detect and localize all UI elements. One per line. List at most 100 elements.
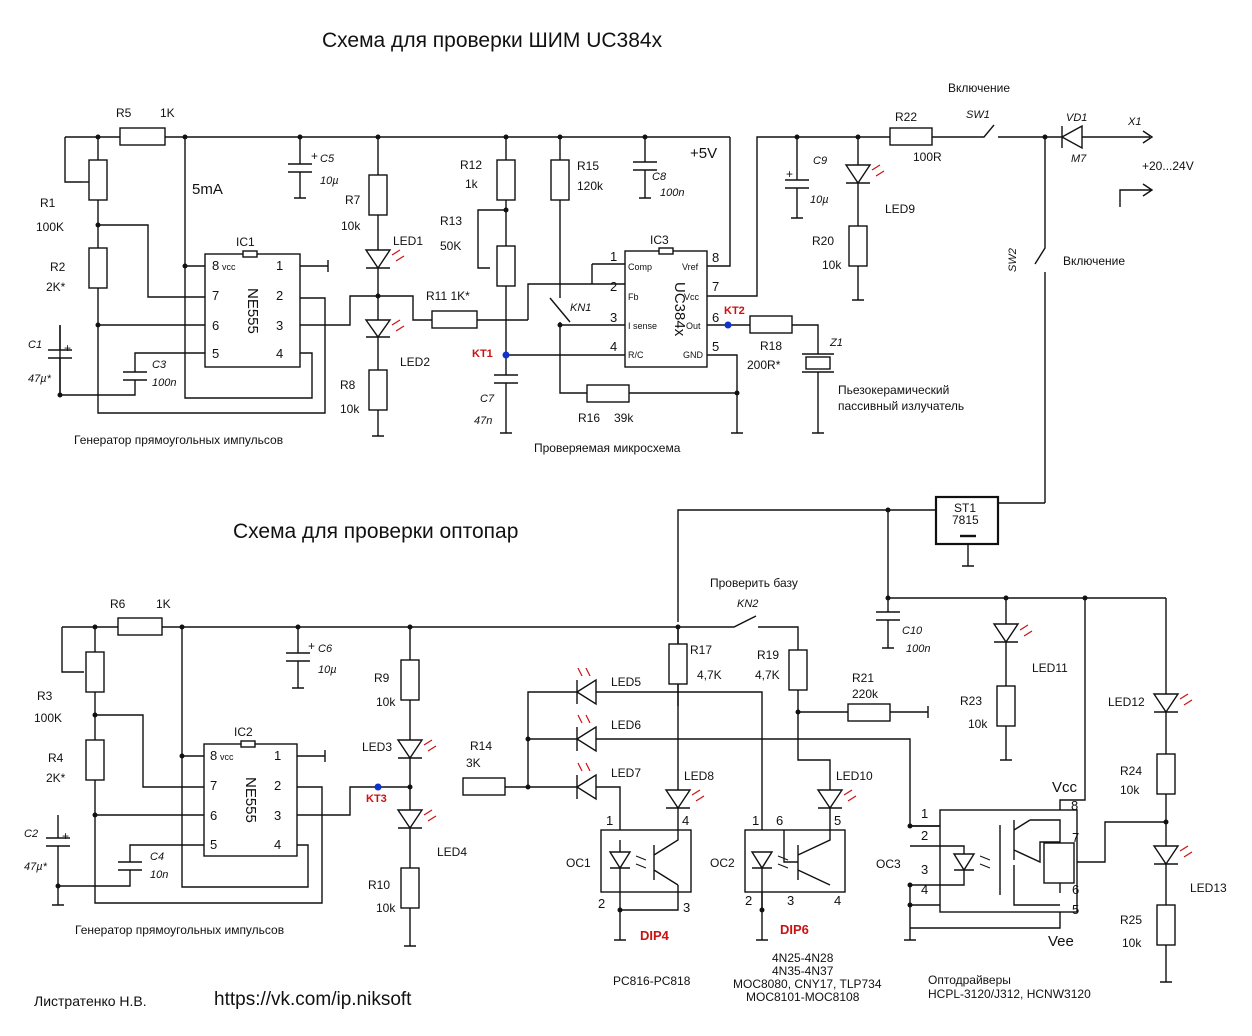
svg-text:C8: C8 xyxy=(652,171,667,183)
svg-text:R24: R24 xyxy=(1120,764,1142,778)
svg-text:220k: 220k xyxy=(852,687,879,701)
svg-text:OC3: OC3 xyxy=(876,857,901,871)
svg-text:10µ: 10µ xyxy=(318,664,337,676)
opto-list-2b: 4N35-4N37 xyxy=(772,964,834,978)
svg-text:OC2: OC2 xyxy=(710,856,735,870)
kt1-label: KT1 xyxy=(472,348,493,360)
led1-ref: LED1 xyxy=(393,234,423,248)
svg-text:1: 1 xyxy=(276,258,283,273)
svg-text:R12: R12 xyxy=(460,158,482,172)
r5-ref: R5 xyxy=(116,106,132,120)
sw2-ref: SW2 xyxy=(1007,248,1019,272)
svg-text:3: 3 xyxy=(610,310,617,325)
svg-text:R8: R8 xyxy=(340,378,356,392)
svg-text:7: 7 xyxy=(1072,830,1079,845)
svg-text:10k: 10k xyxy=(1120,783,1140,797)
r3-potentiometer xyxy=(85,651,105,693)
url-link[interactable]: https://vk.com/ip.niksoft xyxy=(214,989,412,1010)
on1-label: Включение xyxy=(948,81,1010,95)
svg-text:5: 5 xyxy=(212,346,219,361)
svg-text:4: 4 xyxy=(921,882,928,897)
kt3-label: KT3 xyxy=(366,793,387,805)
svg-text:+: + xyxy=(786,167,793,181)
r23-resistor xyxy=(996,685,1016,727)
r21-resistor xyxy=(847,703,891,722)
svg-text:Vee: Vee xyxy=(1048,933,1074,950)
opto-title: Схема для проверки оптопар xyxy=(233,520,518,543)
svg-text:LED7: LED7 xyxy=(611,766,641,780)
r4-resistor xyxy=(85,739,105,781)
svg-text:2: 2 xyxy=(276,288,283,303)
svg-text:IC3: IC3 xyxy=(650,233,669,247)
svg-text:6: 6 xyxy=(1072,882,1079,897)
svg-text:GND: GND xyxy=(683,350,704,360)
svg-text:R22: R22 xyxy=(895,110,917,124)
r8-resistor xyxy=(368,369,388,411)
svg-text:5: 5 xyxy=(1072,902,1079,917)
svg-text:R11 1K*: R11 1K* xyxy=(426,289,470,303)
svg-text:Vref: Vref xyxy=(682,262,699,272)
svg-text:LED3: LED3 xyxy=(362,740,392,754)
svg-text:2: 2 xyxy=(921,828,928,843)
svg-text:120k: 120k xyxy=(577,179,604,193)
svg-text:8: 8 xyxy=(1071,798,1078,813)
svg-text:1: 1 xyxy=(921,806,928,821)
svg-text:OC1: OC1 xyxy=(566,856,591,870)
generator-1: R5 1K R1 100K R2 2K* + C1 47µ* C3 100n I… xyxy=(28,106,730,447)
svg-text:LED12: LED12 xyxy=(1108,695,1145,709)
svg-text:200R*: 200R* xyxy=(747,358,781,372)
led-indicator-2: R9 10k LED3 LED4 R10 10k xyxy=(362,624,467,947)
oc1-socket-label: DIP4 xyxy=(640,928,670,943)
oc1-dip4-socket: OC1 1 4 2 3 DIP4 PC816-PC818 xyxy=(566,813,692,988)
svg-text:2K*: 2K* xyxy=(46,771,66,785)
svg-text:2: 2 xyxy=(274,778,281,793)
r24-resistor xyxy=(1156,753,1176,795)
svg-text:X1: X1 xyxy=(1127,116,1141,128)
svg-text:6: 6 xyxy=(212,318,219,333)
r16-resistor xyxy=(586,384,630,403)
svg-text:10k: 10k xyxy=(376,695,396,709)
svg-text:LED8: LED8 xyxy=(684,769,714,783)
svg-text:R16: R16 xyxy=(578,411,600,425)
opto-list-1: PC816-PC818 xyxy=(613,974,691,988)
svg-text:VD1: VD1 xyxy=(1066,112,1087,124)
svg-text:100R: 100R xyxy=(913,150,942,164)
svg-text:LED5: LED5 xyxy=(611,675,641,689)
svg-text:+: + xyxy=(308,639,315,653)
z1-piezo xyxy=(805,356,831,370)
drv-list: HCPL-3120/J312, HCNW3120 xyxy=(928,987,1091,1001)
svg-text:UC384x: UC384x xyxy=(671,282,688,337)
svg-text:39k: 39k xyxy=(614,411,634,425)
svg-text:R15: R15 xyxy=(577,159,599,173)
buzzer-section: R18 200R* Z1 Пьезокерамический пассивный… xyxy=(747,315,964,434)
svg-text:C4: C4 xyxy=(150,851,164,863)
c1-value: 47µ* xyxy=(28,373,52,385)
svg-text:R7: R7 xyxy=(345,193,361,207)
r1-potentiometer xyxy=(88,159,108,201)
svg-text:vcc: vcc xyxy=(220,752,234,762)
kn2-ref: KN2 xyxy=(737,598,758,610)
r10-resistor xyxy=(400,867,420,909)
svg-text:7815: 7815 xyxy=(952,513,979,527)
st1-regulator: ST1 7815 xyxy=(677,495,1166,622)
svg-text:1: 1 xyxy=(274,748,281,763)
svg-text:50K: 50K xyxy=(440,239,461,253)
svg-text:R4: R4 xyxy=(48,751,64,765)
svg-text:R18: R18 xyxy=(760,339,782,353)
svg-text:3: 3 xyxy=(276,318,283,333)
svg-text:10k: 10k xyxy=(341,219,361,233)
svg-text:Fb: Fb xyxy=(628,292,639,302)
svg-text:6: 6 xyxy=(776,813,783,828)
svg-text:1k: 1k xyxy=(465,177,479,191)
svg-text:C5: C5 xyxy=(320,153,335,165)
buzzer-caption-2: пассивный излучатель xyxy=(838,399,964,413)
svg-text:7: 7 xyxy=(210,778,217,793)
opto-list-2c: MOC8080, CNY17, TLP734 xyxy=(733,977,882,991)
buzzer-caption-1: Пьезокерамический xyxy=(838,383,949,397)
gen2-caption: Генератор прямоугольных импульсов xyxy=(75,923,284,937)
svg-text:R20: R20 xyxy=(812,234,834,248)
c6-capacitor: + C6 10µ xyxy=(286,624,337,689)
led9-ref: LED9 xyxy=(885,202,915,216)
svg-text:R23: R23 xyxy=(960,694,982,708)
r11-resistor: R11 1K* xyxy=(426,289,528,329)
